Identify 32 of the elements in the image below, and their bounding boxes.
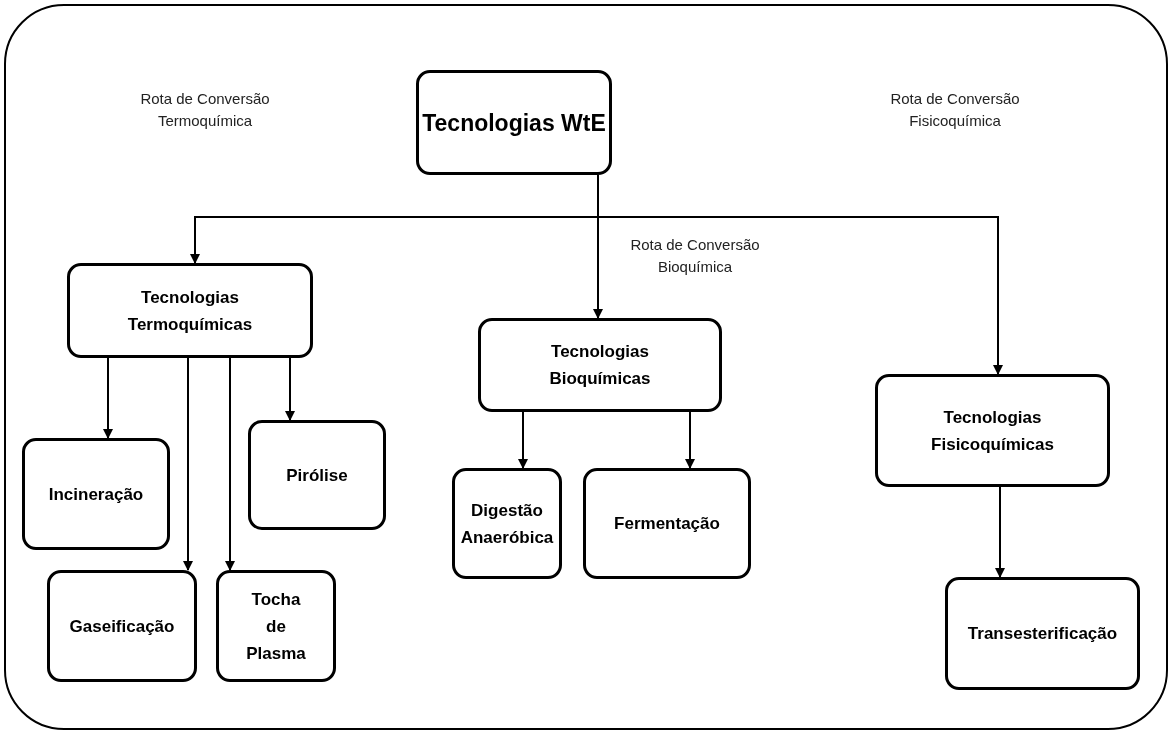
- arrow: [103, 357, 113, 439]
- box-label: Transesterificação: [966, 623, 1119, 645]
- process-box: [416, 70, 612, 175]
- process-box: [47, 570, 197, 682]
- arrow: [225, 357, 235, 571]
- box-label: Digestão Anaeróbica: [459, 499, 555, 549]
- process-box: [583, 468, 751, 579]
- arrow: [285, 357, 295, 421]
- box-label: Tecnologias Termoquímicas: [126, 286, 254, 336]
- arrow: [995, 486, 1005, 578]
- process-box: [22, 438, 170, 550]
- arrow: [685, 411, 695, 469]
- box-label: Tecnologias WtE: [422, 108, 606, 138]
- box-label: Incineração: [47, 483, 145, 506]
- process-box: [875, 374, 1110, 487]
- process-box: [945, 577, 1140, 690]
- process-box: [248, 420, 386, 530]
- process-box: [478, 318, 722, 412]
- route-label: Rota de Conversão Termoquímica: [139, 89, 271, 131]
- box-label: Tecnologias Fisicoquímicas: [930, 406, 1055, 456]
- box-label: Tocha de Plasma: [245, 588, 307, 665]
- box-label: Tecnologias Bioquímicas: [548, 341, 652, 390]
- box-label: Fermentação: [613, 513, 721, 535]
- route-label: Rota de Conversão Bioquímica: [629, 235, 761, 277]
- process-box: [67, 263, 313, 358]
- arrow: [518, 411, 528, 469]
- process-box: [216, 570, 336, 682]
- box-label: Pirólise: [285, 464, 349, 487]
- process-box: [452, 468, 562, 579]
- box-label: Gaseificação: [68, 615, 176, 638]
- route-label: Rota de Conversão Fisicoquímica: [889, 89, 1021, 131]
- arrow: [183, 357, 193, 571]
